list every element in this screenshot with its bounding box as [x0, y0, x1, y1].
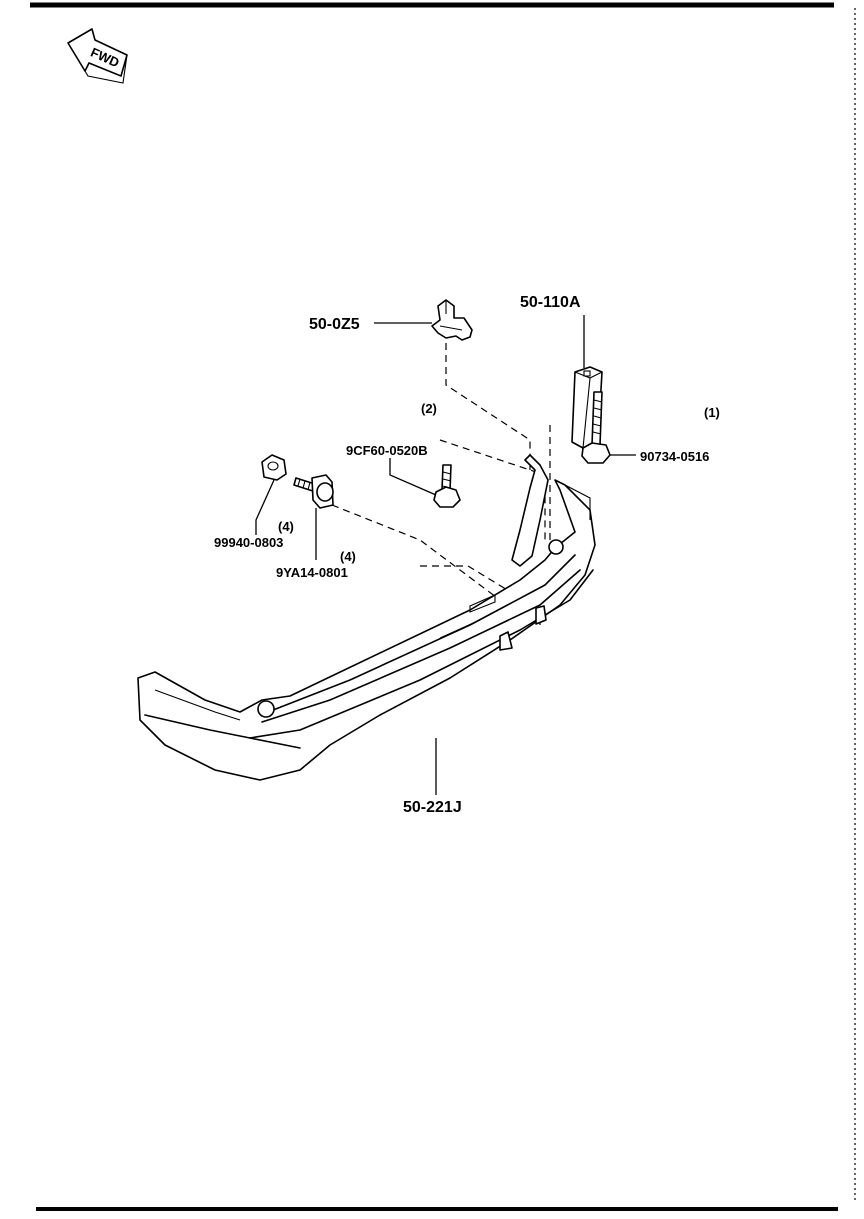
qty-9ya14-0801: (4) [340, 549, 356, 564]
part-callouts: 50-0Z5 50-110A (1) 90734-0516 (2) 9CF60-… [214, 294, 720, 816]
stud-bolt-with-clip [293, 474, 334, 509]
flange-nut [261, 454, 287, 481]
part-number-9cf60-0520b: 9CF60-0520B [346, 443, 428, 458]
part-number-9ya14-0801: 9YA14-0801 [276, 565, 348, 580]
top-bracket-part [431, 299, 473, 341]
part-number-50-0z5: 50-0Z5 [309, 316, 360, 333]
rear-bumper-cover [137, 454, 596, 781]
fwd-arrow-icon: FWD [67, 28, 128, 84]
leader-lines [255, 315, 636, 795]
part-number-50-110a: 50-110A [520, 294, 581, 311]
part-number-99940-0803: 99940-0803 [214, 535, 283, 550]
qty-99940-0803: (4) [278, 519, 294, 534]
center-hex-bolt [433, 464, 461, 508]
part-number-90734-0516: 90734-0516 [640, 449, 709, 464]
right-hex-bolt [581, 391, 611, 464]
part-number-50-221j: 50-221J [403, 799, 462, 816]
qty-9cf60-0520b: (2) [421, 401, 437, 416]
qty-90734-0516: (1) [704, 405, 720, 420]
